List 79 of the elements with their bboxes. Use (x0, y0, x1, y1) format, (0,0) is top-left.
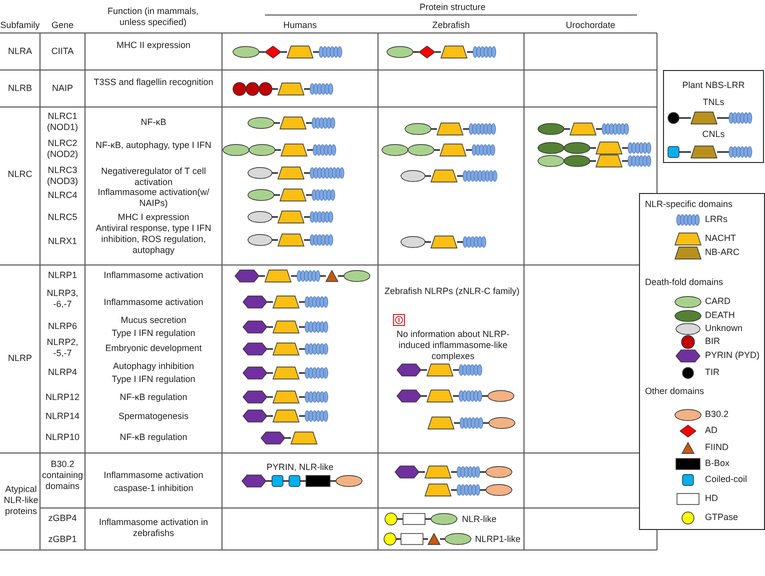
gene-name: NLRC2 (NOD2) (46, 138, 79, 160)
function-text: NF-κB (140, 117, 168, 128)
legend-label: LRRs (705, 214, 728, 225)
column-header: Humans (282, 20, 318, 31)
legend-label: FIIND (705, 442, 728, 453)
gene-name: NLRP14 (44, 411, 81, 422)
column-header: Zebrafish (431, 20, 471, 31)
function-text: Inflammasome activation (102, 270, 204, 281)
function-text: Type I IFN regulation (110, 374, 196, 385)
column-header: Function (in mammals, unless specified) (106, 6, 200, 28)
function-text: MHC I expression (116, 212, 190, 223)
function-text: Autophagy inhibition (112, 361, 196, 372)
panel-title: Plant NBS-LRR (681, 80, 746, 91)
function-text: Inflammasome activation(w/ NAIPs) (96, 187, 210, 209)
subfamily-name: NLRA (6, 46, 33, 57)
function-text: Mucus secretion (120, 315, 188, 326)
gene-name: zGBP1 (47, 534, 78, 545)
column-header: Subfamily (0, 20, 40, 31)
legend-label: NACHT (705, 233, 736, 244)
legend-heading: NLR-specific domains (645, 199, 734, 210)
function-text: T3SS and flagellin recognition (92, 77, 214, 88)
legend-label: PYRIN (PYD) (705, 350, 760, 361)
gene-name: CIITA (50, 46, 75, 57)
function-text: MHC II expression (115, 40, 192, 51)
gene-name: NLRC4 (46, 190, 78, 201)
annotation-text: NLR-like (462, 514, 498, 525)
gene-name: NLRP12 (44, 392, 81, 403)
gene-name: NLRP6 (46, 321, 78, 332)
gene-name: NLRP10 (44, 432, 81, 443)
legend-label: BIR (705, 336, 720, 347)
legend-label: DEATH (705, 310, 735, 321)
subfamily-name: NLRB (6, 83, 33, 94)
function-text: NF-κB regulation (118, 392, 188, 403)
function-text: Embryonic development (104, 343, 203, 354)
gene-name: NLRC5 (46, 212, 78, 223)
function-text: Inflammasome activation (102, 470, 204, 481)
gene-name: B30.2 containing domains (40, 459, 84, 492)
legend-label: Coiled-coil (705, 474, 748, 485)
gene-name: zGBP4 (47, 513, 78, 524)
annotation-text: NLRP1-like (475, 534, 522, 545)
gene-name: NLRP4 (46, 367, 78, 378)
annotation-text: PYRIN, NLR-like (265, 462, 334, 473)
panel-subtitle: TNLs (702, 97, 726, 108)
legend-label: B-Box (705, 458, 730, 469)
gene-name: NLRP1 (46, 270, 78, 281)
gene-name: NAIP (50, 83, 74, 94)
legend-label: B30.2 (705, 409, 729, 420)
function-text: Antiviral response, type I IFN inhibition, ROS regulation, autophagy (94, 223, 212, 256)
legend-label: Unknown (705, 323, 743, 334)
function-text: NF-κB, autophagy, type I IFN (94, 140, 212, 151)
subfamily-name: NLRC (6, 169, 34, 180)
legend-label: AD (705, 425, 718, 436)
gene-name: NLRP2, -5,-7 (46, 337, 80, 359)
annotation-text: Zebrafish NLRPs (zNLR-C family) (383, 286, 521, 297)
gene-name: NLRC1 (NOD1) (46, 111, 79, 133)
function-text: Spermatogenesis (117, 411, 190, 422)
function-text: Inflammasome activation in zebrafishs (98, 517, 210, 539)
legend-label: TIR (705, 367, 720, 378)
gene-name: NLRX1 (46, 236, 78, 247)
function-text: Negativeregulator of T cell activation (100, 166, 207, 188)
function-text: caspase-1 inhibition (112, 483, 194, 494)
annotation-text: No information about NLRP-induced inflammasome-like complexes (395, 329, 511, 362)
column-header: Gene (50, 20, 75, 31)
panel-subtitle: CNLs (701, 129, 726, 140)
legend-label: CARD (705, 296, 731, 307)
legend-label: NB-ARC (705, 247, 740, 258)
legend-label: HD (705, 493, 718, 504)
gene-name: NLRC3 (NOD3) (46, 165, 79, 187)
legend-heading: Death-fold domains (645, 277, 724, 288)
legend-heading: Other domains (645, 386, 706, 397)
column-header: Urochordate (564, 20, 616, 31)
subfamily-name: NLRP (6, 353, 33, 364)
function-text: Inflammasome activation (102, 297, 204, 308)
function-text: Type I IFN regulation (110, 328, 196, 339)
legend-label: GTPase (705, 512, 738, 523)
function-text: NF-κB regulation (118, 432, 188, 443)
column-header: Protein structure (418, 2, 487, 13)
gene-name: NLRP3, -6,-7 (46, 288, 80, 310)
subfamily-name: Atypical NLR-like proteins (2, 484, 40, 517)
